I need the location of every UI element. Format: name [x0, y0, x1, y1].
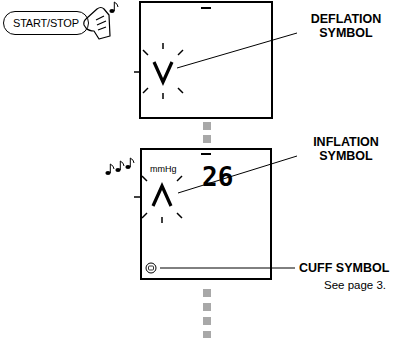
sequence-markers: [203, 122, 211, 338]
start-stop-button: START/STOP: [3, 11, 89, 35]
segment-dash: [201, 153, 211, 155]
callout-label: CUFF SYMBOL: [299, 261, 389, 275]
leader-line: [160, 268, 295, 269]
flash-rays: [134, 43, 183, 99]
leader-line: [177, 33, 297, 68]
beep-notes: [105, 158, 134, 175]
unit-label: mmHg: [150, 165, 177, 174]
cuff-symbol: [146, 263, 156, 273]
display-screen: mmHg 26: [140, 148, 272, 280]
pressing-hand: [84, 8, 110, 40]
callout-label: INFLATION SYMBOL: [300, 135, 392, 164]
leader-line: [178, 156, 297, 193]
inflation-symbol: [153, 186, 171, 206]
deflation-symbol: [154, 62, 172, 82]
callout-label: DEFLATION SYMBOL: [300, 12, 392, 41]
segment-dash: [201, 7, 211, 9]
note-text: See page 3.: [324, 279, 386, 292]
button-label: START/STOP: [13, 17, 79, 29]
beep-note: [109, 2, 118, 13]
pressure-reading: 26: [202, 164, 233, 190]
